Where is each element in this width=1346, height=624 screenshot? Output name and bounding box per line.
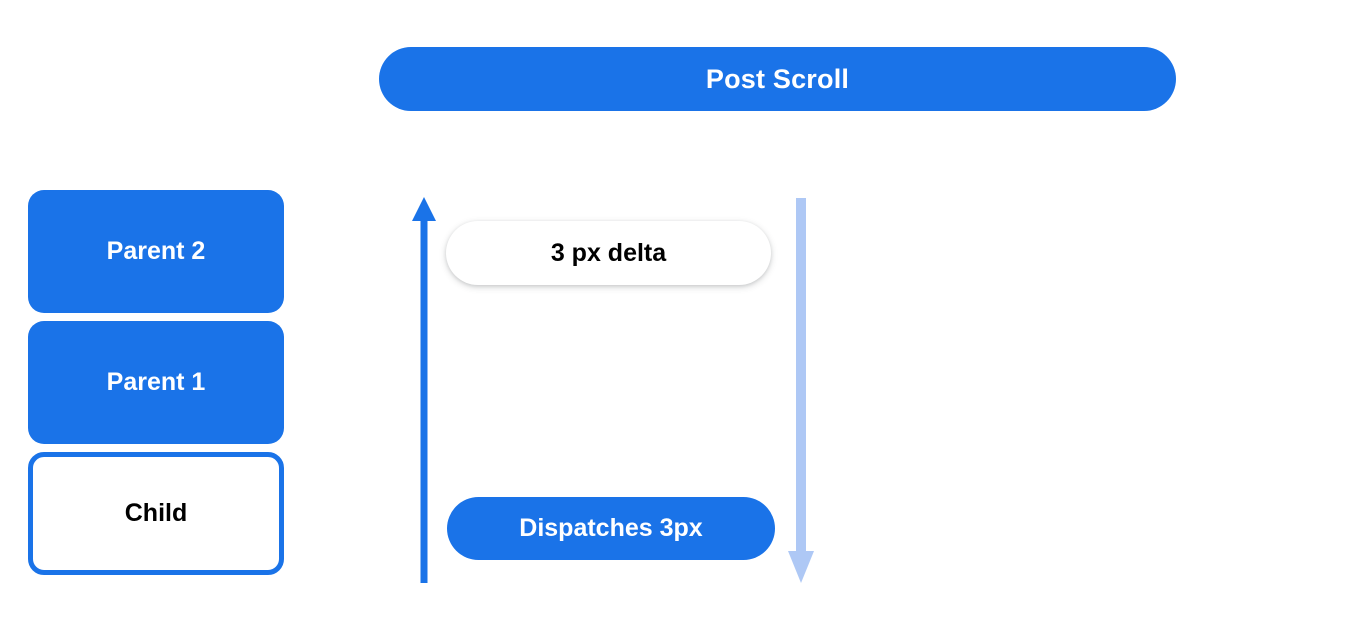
scroll-up-arrow: [408, 195, 440, 592]
node-child[interactable]: Child: [28, 452, 284, 575]
post-scroll-title-bar: Post Scroll: [379, 47, 1176, 111]
node-parent-2[interactable]: Parent 2: [28, 190, 284, 313]
node-stack: Parent 2 Parent 1 Child: [28, 190, 284, 575]
dispatch-callout: Dispatches 3px: [447, 497, 775, 560]
page-title: Post Scroll: [705, 63, 850, 94]
delta-callout: 3 px delta: [446, 221, 771, 285]
node-label: Parent 2: [106, 237, 206, 265]
delta-callout-label: 3 px delta: [550, 238, 667, 267]
node-label: Parent 1: [106, 368, 206, 396]
node-label: Child: [124, 499, 188, 527]
dispatch-callout-label: Dispatches 3px: [519, 514, 703, 542]
node-parent-1[interactable]: Parent 1: [28, 321, 284, 444]
scroll-down-arrow: [785, 195, 821, 592]
